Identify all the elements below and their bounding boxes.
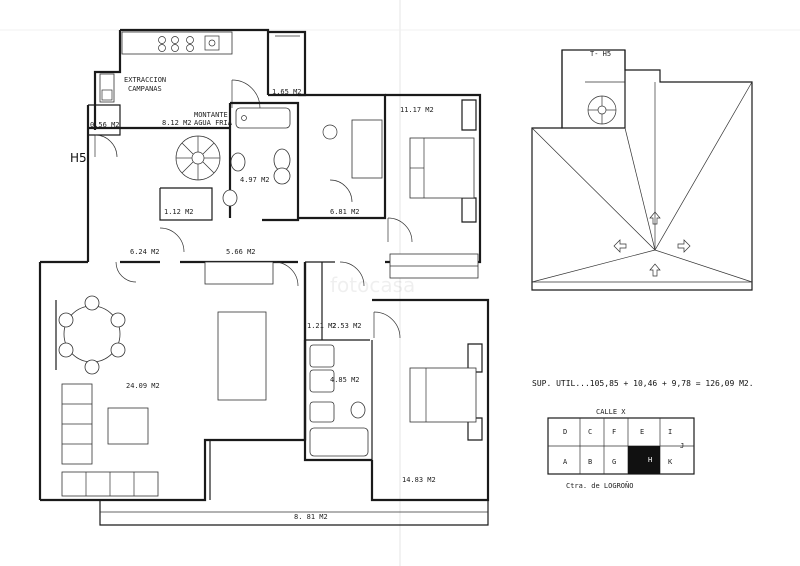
key-street-bottom: Ctra. de LOGROÑO — [566, 481, 633, 490]
area-closet2: 2.53 M2 — [332, 322, 362, 330]
area-closet1: 1.21 M2 — [307, 322, 337, 330]
key-street-top: CALLE X — [596, 408, 626, 416]
spiral-staircase-icon — [175, 135, 221, 181]
water-note-line1: MONTANTE — [194, 111, 228, 119]
key-cell-b: B — [588, 458, 592, 466]
key-cell-d: D — [563, 428, 567, 436]
kitchen-note-line1: EXTRACCION — [124, 76, 166, 84]
dining-table-icon — [58, 295, 126, 375]
roof-plan: T- H5 — [531, 49, 753, 291]
area-kitchen: 8.12 M2 — [162, 119, 192, 127]
area-hall: 6.24 M2 — [130, 248, 160, 256]
area-corridor: 5.66 M2 — [226, 248, 256, 256]
area-terrace: 8. 81 M2 — [294, 513, 328, 521]
key-cell-f: F — [612, 428, 616, 436]
roof-spiral-stair-icon — [587, 95, 617, 125]
main-floor-plan: H5 EXTRACCION CAMPANAS MONTANTE AGUA FRI… — [38, 28, 490, 526]
area-storage: 1.12 M2 — [164, 208, 194, 216]
sofa-icon — [61, 383, 159, 497]
area-bath-small: 6.81 M2 — [330, 208, 360, 216]
key-cell-a: A — [563, 458, 568, 466]
key-cell-i: I — [668, 428, 672, 436]
area-bedroom2: 14.83 M2 — [402, 476, 436, 484]
key-cell-c: C — [588, 428, 592, 436]
area-cupboard: 0.56 M2 — [90, 121, 120, 129]
stove-burners-icon — [158, 36, 194, 52]
watermark: fotocasa — [330, 273, 415, 297]
key-cell-j: J — [680, 442, 684, 450]
roof-unit-label: T- H5 — [590, 50, 611, 58]
key-cell-k: K — [668, 458, 673, 466]
water-note-line2: AGUA FRIA — [194, 119, 233, 127]
area-living: 24.09 M2 — [126, 382, 160, 390]
key-cell-h: H — [648, 456, 652, 464]
area-terrace-top: 1.65 M2 — [272, 88, 302, 96]
area-bath1: 4.97 M2 — [240, 176, 270, 184]
key-cell-e: E — [640, 428, 644, 436]
unit-code-label: H5 — [70, 151, 87, 165]
useful-surface-total: SUP. UTIL...105,85 + 10,46 + 9,78 = 126,… — [532, 379, 754, 388]
area-bedroom1: 11.17 M2 — [400, 106, 434, 114]
kitchen-note-line2: CAMPANAS — [128, 85, 162, 93]
roof-slope-arrow-icon — [613, 211, 691, 277]
area-bath2: 4.85 M2 — [330, 376, 360, 384]
location-key-map: CALLE X Ctra. de LOGROÑO D C F E I J A B… — [547, 408, 695, 490]
key-cell-g: G — [612, 458, 616, 466]
